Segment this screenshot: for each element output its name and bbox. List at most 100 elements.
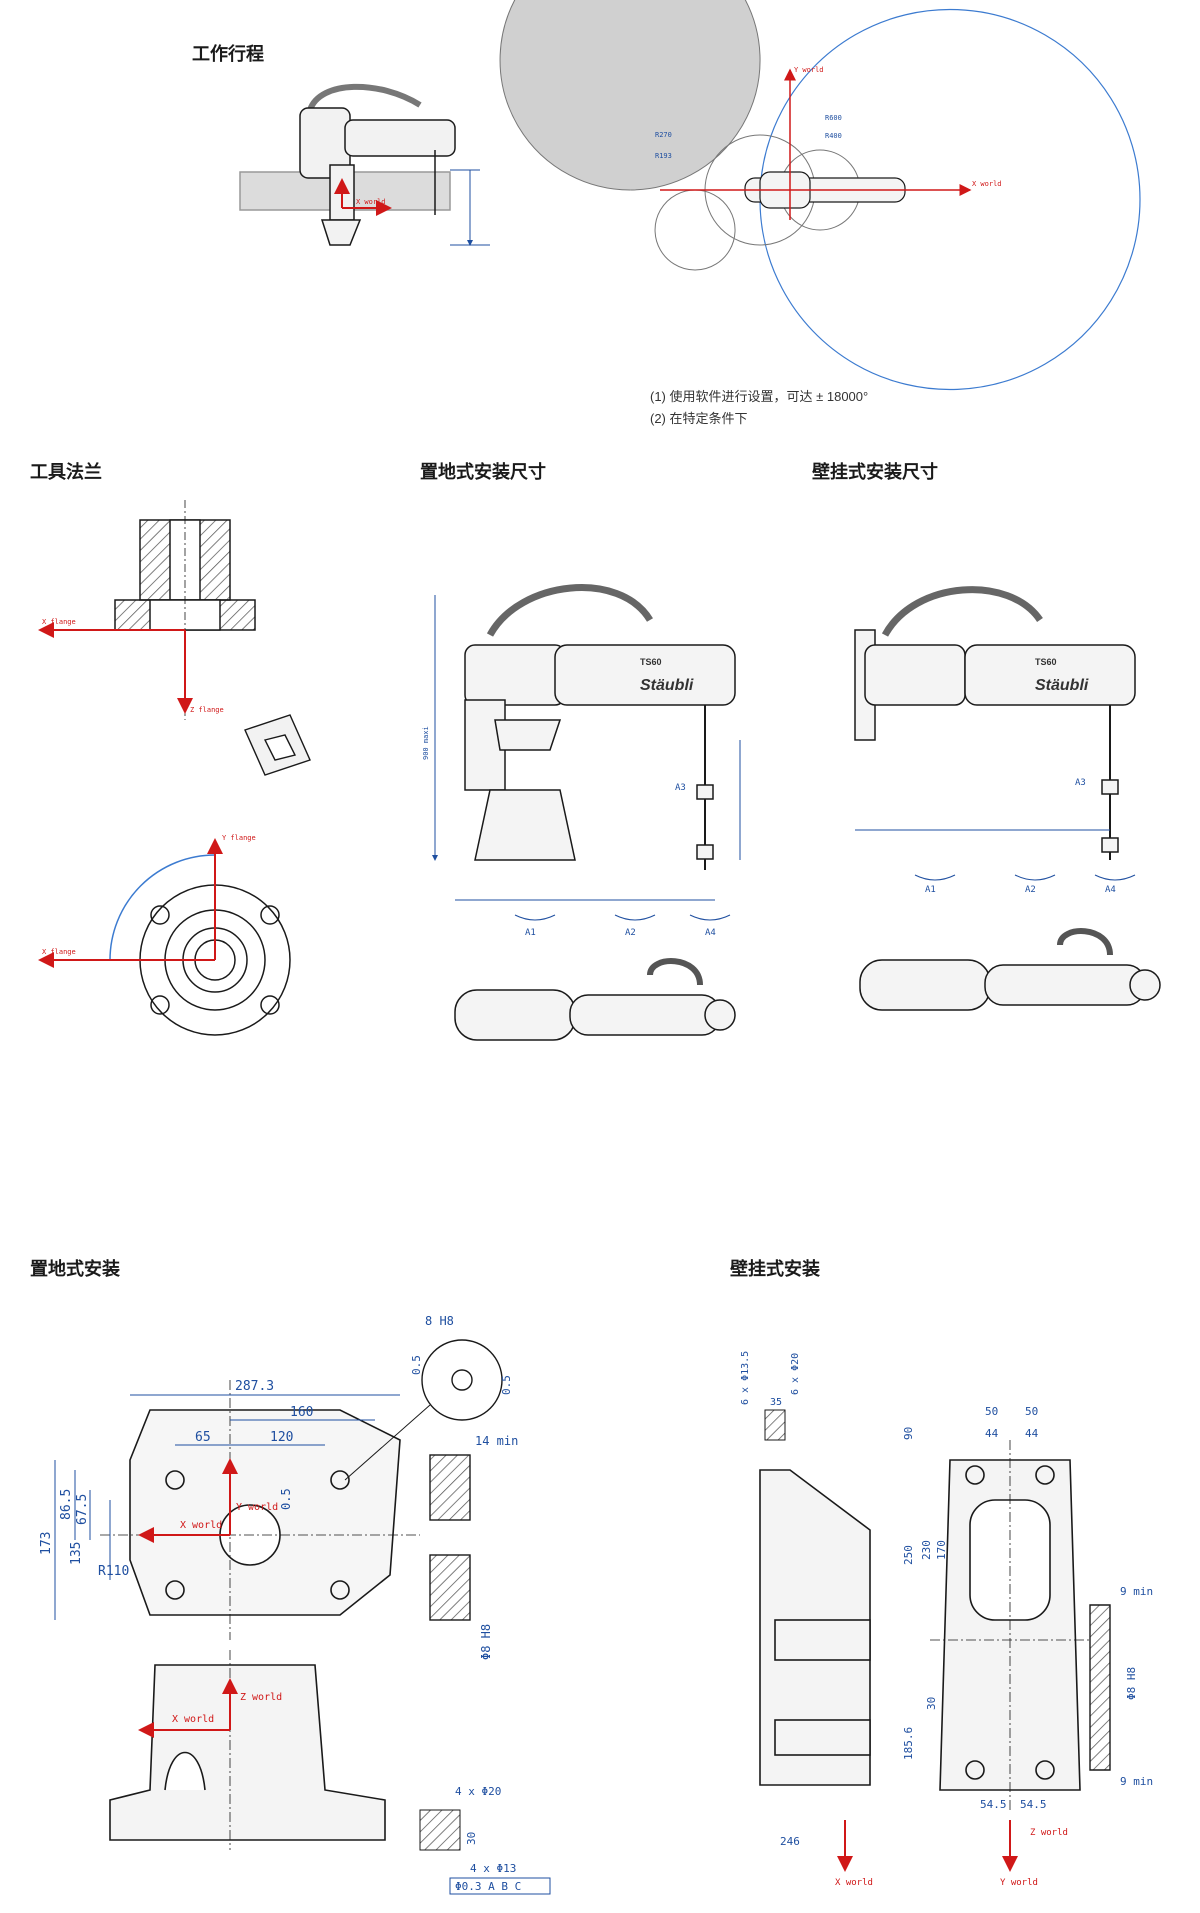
wall-a3-label: A3: [1075, 778, 1086, 788]
floor-base-section: 14 min Φ8 H8: [429, 1434, 518, 1660]
x-flange-label: X flange: [42, 618, 76, 626]
floor-y-world: Y world: [236, 1502, 278, 1513]
wall-54-5b: 54.5: [1020, 1798, 1047, 1811]
r193-label: R193: [655, 152, 672, 160]
dim-86-5: 86.5: [59, 1489, 74, 1520]
wall-6x20: 6 x Φ20: [790, 1353, 801, 1395]
z-flange-label: Z flange: [190, 706, 224, 714]
dim-05-plan: 0.5: [279, 1488, 293, 1510]
floor-a3-label: A3: [675, 783, 686, 793]
model-text-floor: TS60: [640, 657, 662, 667]
floor-pin-detail: 8 H8 0.5 0.5: [344, 1314, 513, 1481]
dim-30: 30: [465, 1832, 478, 1845]
r270-label: R270: [655, 131, 672, 139]
floor-side-axes: X world Z world: [138, 1678, 282, 1738]
floor-plan-dims: [54, 1394, 400, 1620]
floor-mount-dims-title: 置地式安装尺寸: [420, 462, 546, 482]
r400-label: R400: [825, 132, 842, 140]
wall-hole-detail: [764, 1409, 786, 1441]
floor-a2-label: A2: [625, 928, 636, 938]
tool-flange-section: [114, 500, 256, 720]
wall-44a: 44: [985, 1427, 999, 1440]
wall-185-6: 185.6: [902, 1727, 915, 1760]
dim-173: 173: [39, 1532, 54, 1555]
side-z-world: Z world: [240, 1692, 282, 1703]
wall-90: 90: [902, 1427, 915, 1440]
wall-50b: 50: [1025, 1405, 1038, 1418]
wall-6x13-5: 6 x Φ13.5: [740, 1351, 751, 1405]
dim-05-detail-b: 0.5: [500, 1375, 513, 1395]
work-range-side-axes: X world: [334, 178, 392, 216]
wall-mount-dims-title: 壁挂式安装尺寸: [812, 462, 938, 482]
floor-base-side-view: [109, 1650, 386, 1850]
tool-flange-axes: X flange Z flange: [38, 618, 224, 714]
wall-170: 170: [935, 1540, 948, 1560]
wall-a2-label: A2: [1025, 885, 1036, 895]
dim-135: 135: [69, 1542, 84, 1565]
flange-front-axes: Y flange X flange: [38, 834, 256, 968]
wall-base-front-view: [930, 1440, 1090, 1810]
wall-54-5a: 54.5: [980, 1798, 1007, 1811]
wall-9min-a: 9 min: [1120, 1585, 1153, 1598]
x-world-label: X world: [356, 198, 386, 206]
wall-30: 30: [925, 1697, 938, 1710]
r600-label: R600: [825, 114, 842, 122]
wall-230: 230: [920, 1540, 933, 1560]
floor-a4-label: A4: [705, 928, 716, 938]
dim-160: 160: [290, 1405, 313, 1420]
dim-65: 65: [195, 1430, 211, 1445]
wall-dim-lines: [855, 829, 1136, 881]
wall-a4-label: A4: [1105, 885, 1116, 895]
wall-robot-side-view: Stäubli TS60: [854, 586, 1136, 860]
floor-mount-title: 置地式安装: [30, 1259, 120, 1279]
wall-side-detail: 9 min 9 min Φ8 H8: [1089, 1585, 1153, 1788]
dim-67-5: 67.5: [75, 1494, 90, 1525]
dim-120: 120: [270, 1430, 293, 1445]
dim-8h8: 8 H8: [425, 1314, 454, 1328]
note-software-range: (1) 使用软件进行设置，可达 ± 18000°: [650, 389, 869, 404]
work-range-side-view: [239, 83, 456, 246]
wall-robot-top-view: [859, 928, 1161, 1011]
note-special-conditions: (2) 在特定条件下: [650, 411, 748, 426]
wall-axes: X world Y world Z world: [835, 1820, 1068, 1888]
floor-hole-detail: 4 x Φ20 30 4 x Φ13 Φ0.3 A B C: [419, 1785, 551, 1895]
wall-dim-texts: 50 50 44 44 90 250 230 170 185.6 30 54.5…: [740, 1351, 1047, 1848]
dim-phi8h8: Φ8 H8: [479, 1624, 493, 1660]
floor-900-dim: 900 maxi: [422, 726, 430, 760]
floor-x-world: X world: [180, 1520, 222, 1531]
wall-a1-label: A1: [925, 885, 936, 895]
wall-35: 35: [770, 1397, 782, 1408]
wall-246: 246: [780, 1835, 800, 1848]
work-range-top-view: X world Y world R270 R193 R600 R400: [499, 0, 1141, 391]
tool-flange-detail: [244, 714, 311, 776]
floor-robot-top-view: [454, 958, 736, 1041]
tool-flange-front-view: [109, 854, 291, 1036]
dim-r110: R110: [98, 1564, 129, 1579]
wall-y-world: Y world: [1000, 1878, 1038, 1888]
tolerance-frame: Φ0.3 A B C: [455, 1880, 521, 1893]
floor-base-plan: [100, 1380, 420, 1640]
dim-4x13: 4 x Φ13: [470, 1862, 516, 1875]
wall-base-side-view: [759, 1469, 871, 1786]
floor-robot-side-view: Stäubli TS60: [464, 584, 736, 870]
wall-z-world: Z world: [1030, 1828, 1068, 1838]
floor-a1-label: A1: [525, 928, 536, 938]
brand-text-floor: Stäubli: [640, 677, 694, 694]
wall-9min-b: 9 min: [1120, 1775, 1153, 1788]
dim-05-detail-a: 0.5: [410, 1355, 423, 1375]
work-range-title: 工作行程: [192, 44, 264, 64]
dim-287: 287.3: [235, 1379, 274, 1394]
dim-4x20: 4 x Φ20: [455, 1785, 501, 1798]
wall-250: 250: [902, 1545, 915, 1565]
wall-50a: 50: [985, 1405, 998, 1418]
floor-base-axes: X world Y world: [138, 1458, 278, 1543]
floor-dim-lines: [432, 595, 741, 921]
wall-mount-title: 壁挂式安装: [730, 1259, 820, 1279]
tool-flange-title: 工具法兰: [30, 462, 102, 482]
model-text-wall: TS60: [1035, 657, 1057, 667]
y-flange-label: Y flange: [222, 834, 256, 842]
brand-text-wall: Stäubli: [1035, 677, 1089, 694]
floor-plan-dim-texts: 287.3 160 65 120 173 86.5 67.5 135 R110 …: [39, 1379, 313, 1579]
dim-14min: 14 min: [475, 1434, 518, 1448]
